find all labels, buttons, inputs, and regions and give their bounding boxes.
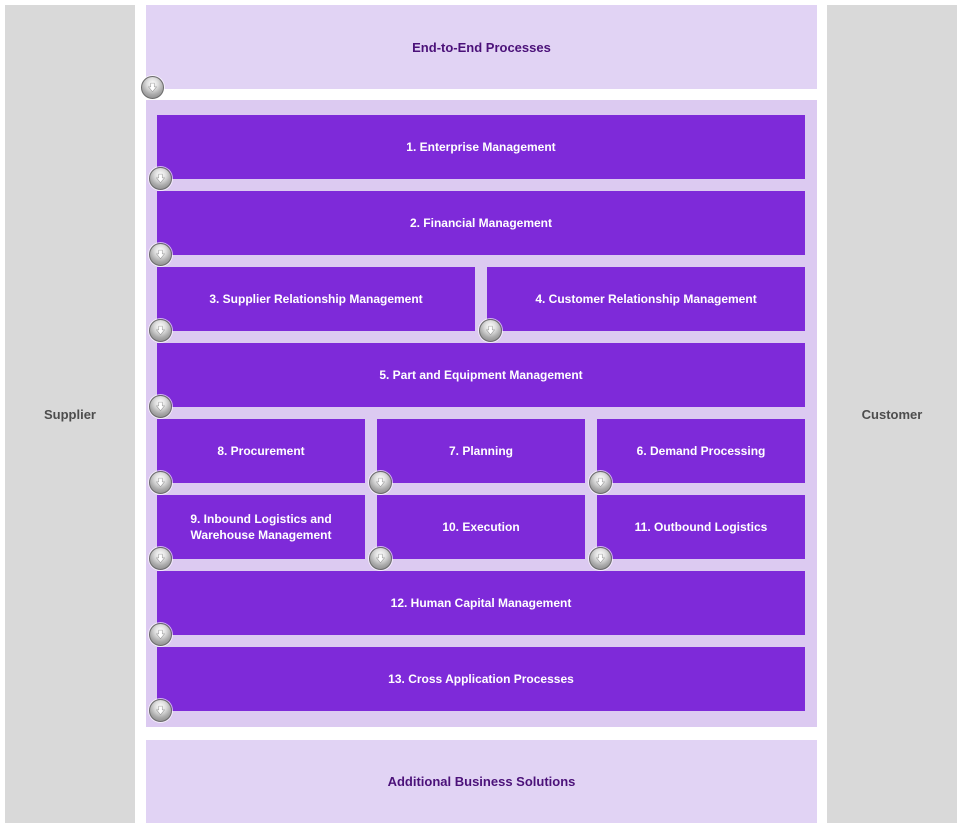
process-row: 3. Supplier Relationship Management 4. C… xyxy=(149,267,805,342)
expand-down-icon[interactable] xyxy=(149,471,172,494)
process-box-label: 3. Supplier Relationship Management xyxy=(209,291,423,306)
additional-business-solutions-label: Additional Business Solutions xyxy=(387,774,576,789)
expand-down-icon[interactable] xyxy=(589,547,612,570)
expand-down-icon[interactable] xyxy=(149,243,172,266)
additional-business-solutions-banner[interactable]: Additional Business Solutions xyxy=(146,740,817,823)
process-box-inbound-logistics-and-warehouse-management[interactable]: 9. Inbound Logistics and Warehouse Manag… xyxy=(149,495,365,570)
customer-label: Customer xyxy=(861,406,923,422)
expand-down-icon[interactable] xyxy=(149,547,172,570)
process-box-procurement[interactable]: 8. Procurement xyxy=(149,419,365,494)
process-map-column: End-to-End Processes 1. Enterprise Manag… xyxy=(141,5,817,823)
customer-panel: Customer xyxy=(827,5,957,823)
process-row: 1. Enterprise Management xyxy=(149,115,805,190)
expand-down-icon[interactable] xyxy=(149,699,172,722)
expand-down-icon[interactable] xyxy=(141,76,164,99)
process-box-label: 10. Execution xyxy=(442,519,520,534)
supplier-label: Supplier xyxy=(43,406,96,422)
expand-down-icon[interactable] xyxy=(479,319,502,342)
process-row: 8. Procurement 7. Planning 6. Demand Pro… xyxy=(149,419,805,494)
process-row: 12. Human Capital Management xyxy=(149,571,805,646)
process-box-label: 12. Human Capital Management xyxy=(390,595,572,610)
process-box-execution[interactable]: 10. Execution xyxy=(369,495,585,570)
process-box-label: 7. Planning xyxy=(448,443,513,458)
expand-down-icon[interactable] xyxy=(589,471,612,494)
process-row: 2. Financial Management xyxy=(149,191,805,266)
process-box-label: 13. Cross Application Processes xyxy=(388,671,574,686)
process-box-customer-relationship-management[interactable]: 4. Customer Relationship Management xyxy=(479,267,805,342)
expand-down-icon[interactable] xyxy=(149,167,172,190)
expand-down-icon[interactable] xyxy=(369,547,392,570)
process-box-demand-processing[interactable]: 6. Demand Processing xyxy=(589,419,805,494)
process-box-label: 5. Part and Equipment Management xyxy=(379,367,583,382)
process-box-part-and-equipment-management[interactable]: 5. Part and Equipment Management xyxy=(149,343,805,418)
process-box-cross-application-processes[interactable]: 13. Cross Application Processes xyxy=(149,647,805,722)
process-row: 9. Inbound Logistics and Warehouse Manag… xyxy=(149,495,805,570)
process-box-label: 11. Outbound Logistics xyxy=(634,519,768,534)
process-box-label: 2. Financial Management xyxy=(409,215,553,230)
process-box-financial-management[interactable]: 2. Financial Management xyxy=(149,191,805,266)
process-box-label: 4. Customer Relationship Management xyxy=(535,291,757,306)
supplier-panel: Supplier xyxy=(5,5,135,823)
process-box-human-capital-management[interactable]: 12. Human Capital Management xyxy=(149,571,805,646)
process-row: 5. Part and Equipment Management xyxy=(149,343,805,418)
process-row: 13. Cross Application Processes xyxy=(149,647,805,722)
expand-down-icon[interactable] xyxy=(369,471,392,494)
process-rows: 1. Enterprise Management 2. Financial Ma… xyxy=(149,115,805,722)
process-map: 1. Enterprise Management 2. Financial Ma… xyxy=(146,100,817,727)
process-box-outbound-logistics[interactable]: 11. Outbound Logistics xyxy=(589,495,805,570)
process-box-enterprise-management[interactable]: 1. Enterprise Management xyxy=(149,115,805,190)
process-box-supplier-relationship-management[interactable]: 3. Supplier Relationship Management xyxy=(149,267,475,342)
expand-down-icon[interactable] xyxy=(149,623,172,646)
expand-down-icon[interactable] xyxy=(149,395,172,418)
process-box-label: 8. Procurement xyxy=(217,443,305,458)
process-box-label: 6. Demand Processing xyxy=(636,443,766,458)
process-box-label: 1. Enterprise Management xyxy=(406,139,556,154)
process-box-planning[interactable]: 7. Planning xyxy=(369,419,585,494)
expand-down-icon[interactable] xyxy=(149,319,172,342)
process-box-label: 9. Inbound Logistics and Warehouse Manag… xyxy=(190,511,332,542)
end-to-end-processes-banner[interactable]: End-to-End Processes xyxy=(141,5,817,99)
end-to-end-processes-label: End-to-End Processes xyxy=(412,39,551,55)
